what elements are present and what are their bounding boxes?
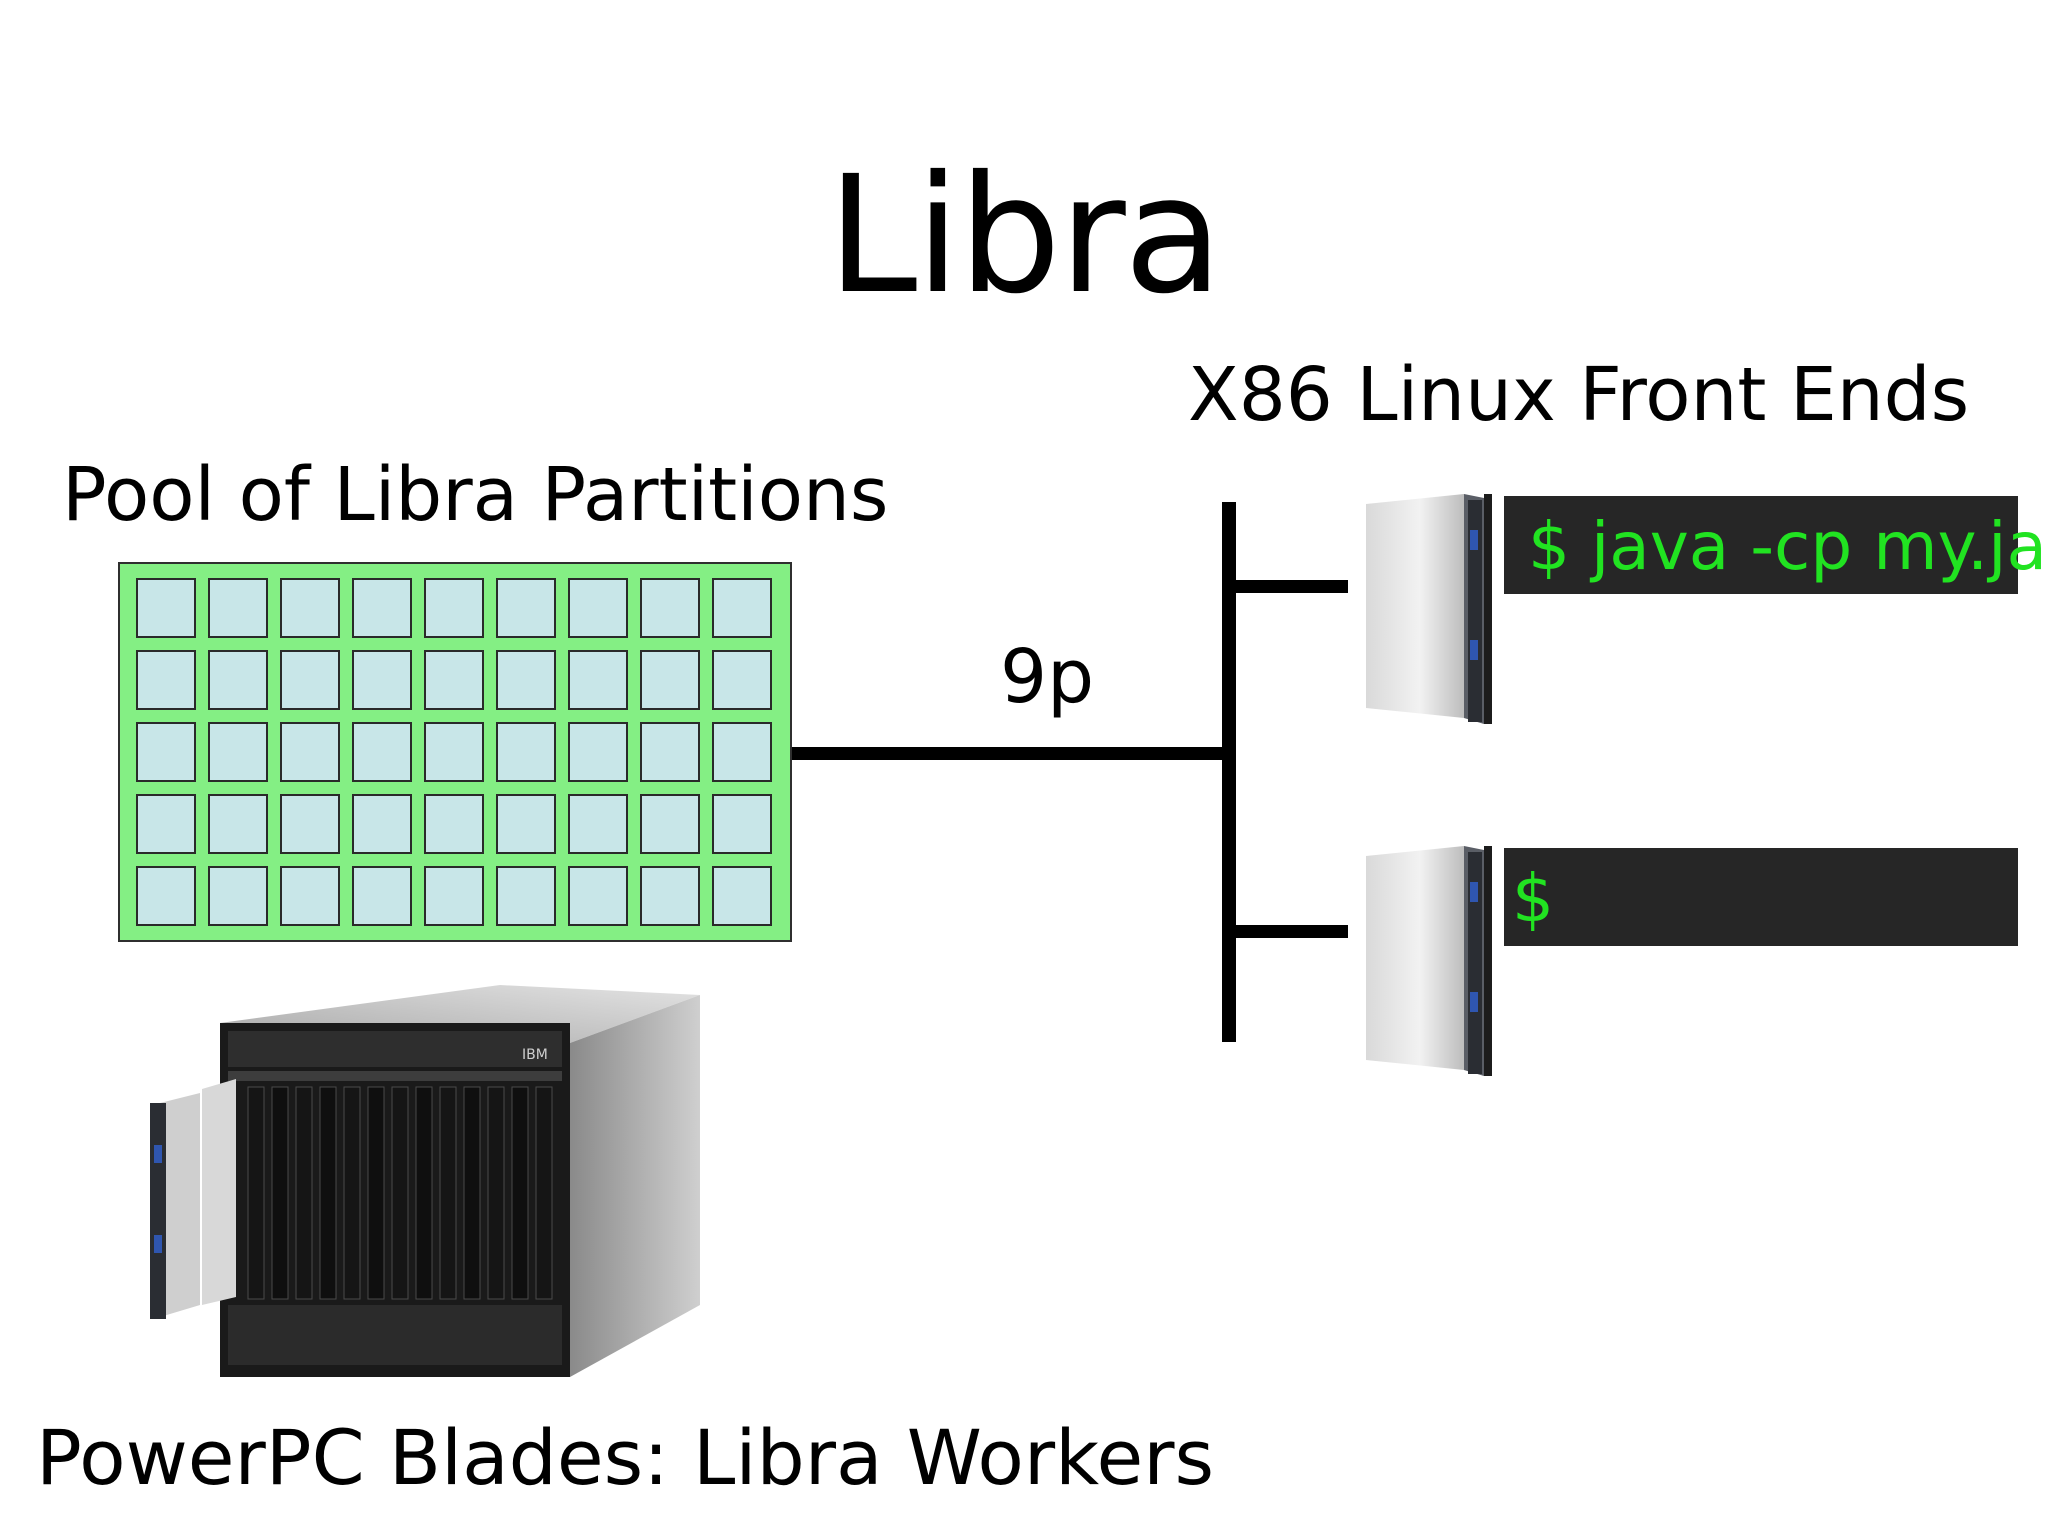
front-ends-label: X86 Linux Front Ends xyxy=(1188,352,1970,438)
partition-cell xyxy=(640,578,700,638)
chassis-slot xyxy=(391,1086,409,1300)
partition-cell xyxy=(568,722,628,782)
partition-cell xyxy=(352,578,412,638)
partition-cell xyxy=(568,578,628,638)
partition-cell xyxy=(280,722,340,782)
partition-cell xyxy=(712,794,772,854)
chassis-slot xyxy=(271,1086,289,1300)
partition-cell xyxy=(208,722,268,782)
chassis-slot xyxy=(439,1086,457,1300)
partition-cell xyxy=(424,650,484,710)
terminal-prompt-2: $ xyxy=(1504,848,2018,946)
partition-cell xyxy=(136,722,196,782)
partition-cell xyxy=(496,794,556,854)
partition-cell xyxy=(352,722,412,782)
partition-cell xyxy=(496,650,556,710)
branch-line-bottom xyxy=(1222,925,1348,938)
partition-cell xyxy=(424,578,484,638)
partition-cell xyxy=(136,578,196,638)
partition-cell xyxy=(280,794,340,854)
partition-cell xyxy=(208,578,268,638)
partition-cell xyxy=(640,722,700,782)
partition-cell xyxy=(568,794,628,854)
partition-pool xyxy=(118,562,792,942)
partition-cell xyxy=(352,794,412,854)
partition-cell xyxy=(640,866,700,926)
chassis-brand: IBM xyxy=(522,1047,548,1063)
branch-line-top xyxy=(1222,580,1348,593)
partition-cell xyxy=(280,650,340,710)
chassis-slot xyxy=(319,1086,337,1300)
chassis-slot xyxy=(367,1086,385,1300)
partition-cell xyxy=(496,866,556,926)
partition-cell xyxy=(208,866,268,926)
partition-grid xyxy=(136,578,772,926)
partition-cell xyxy=(640,650,700,710)
pool-label: Pool of Libra Partitions xyxy=(62,452,889,538)
chassis-slot xyxy=(535,1086,553,1300)
partition-cell xyxy=(208,650,268,710)
partition-cell xyxy=(568,650,628,710)
partition-cell xyxy=(136,794,196,854)
chassis-slot xyxy=(295,1086,313,1300)
partition-cell xyxy=(712,578,772,638)
chassis-slot xyxy=(511,1086,529,1300)
blade-server-icon xyxy=(1366,494,1492,724)
link-line xyxy=(792,747,1230,760)
workers-label: PowerPC Blades: Libra Workers xyxy=(36,1413,1215,1502)
chassis-slot xyxy=(343,1086,361,1300)
partition-cell xyxy=(712,866,772,926)
partition-cell xyxy=(568,866,628,926)
partition-cell xyxy=(496,578,556,638)
bus-line xyxy=(1222,502,1236,1042)
chassis-slot xyxy=(415,1086,433,1300)
blade-server-icon xyxy=(1366,846,1492,1076)
chassis-slot xyxy=(247,1086,265,1300)
partition-cell xyxy=(712,650,772,710)
protocol-label: 9p xyxy=(1000,634,1095,720)
partition-cell xyxy=(424,866,484,926)
partition-cell xyxy=(136,650,196,710)
chassis-slot xyxy=(463,1086,481,1300)
partition-cell xyxy=(496,722,556,782)
partition-cell xyxy=(424,794,484,854)
partition-cell xyxy=(712,722,772,782)
terminal-prompt-1: $ java -cp my.jar xyxy=(1504,496,2048,594)
chassis-slot xyxy=(487,1086,505,1300)
blade-chassis-icon: IBM xyxy=(150,985,700,1377)
partition-cell xyxy=(280,578,340,638)
slide-title: Libra xyxy=(827,142,1223,330)
partition-cell xyxy=(352,650,412,710)
partition-cell xyxy=(352,866,412,926)
partition-cell xyxy=(208,794,268,854)
partition-cell xyxy=(640,794,700,854)
partition-cell xyxy=(136,866,196,926)
partition-cell xyxy=(424,722,484,782)
partition-cell xyxy=(280,866,340,926)
